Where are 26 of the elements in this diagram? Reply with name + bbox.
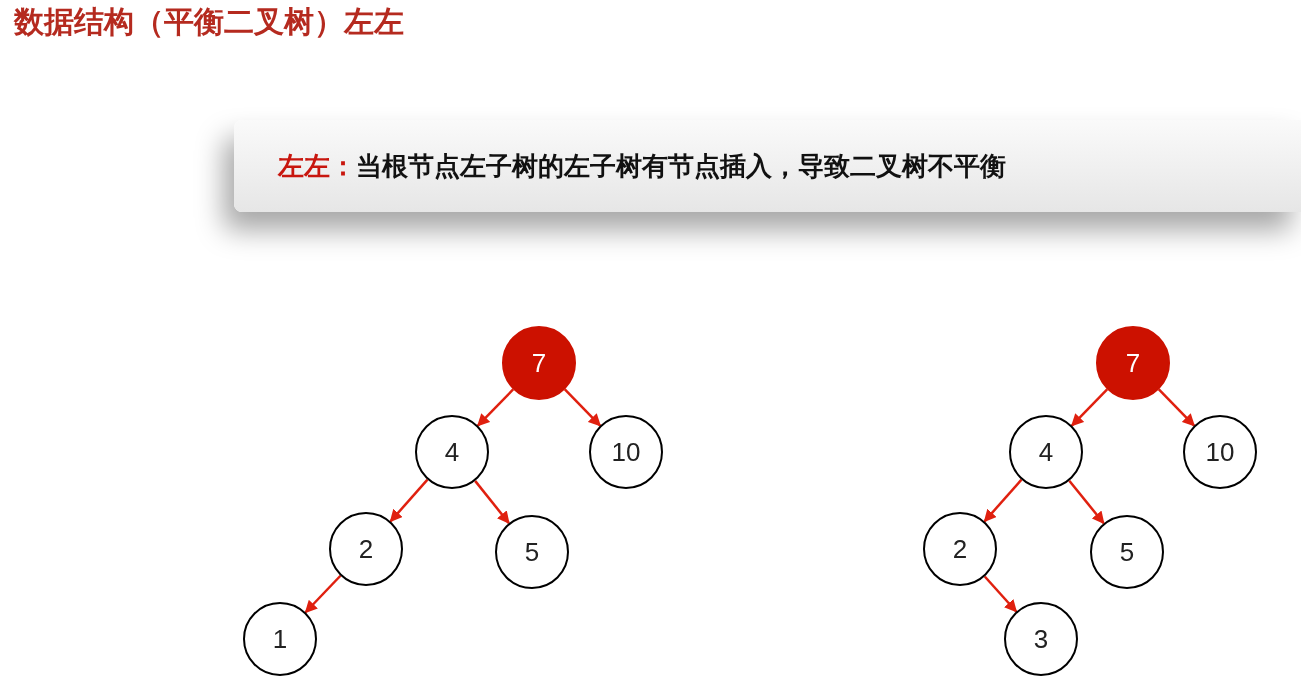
arrow — [983, 478, 1023, 523]
highlighted-tree-node: 7 — [1096, 326, 1170, 400]
tree-node: 5 — [1090, 515, 1164, 589]
definition-text: 当根节点左子树的左子树有节点插入，导致二叉树不平衡 — [356, 149, 1006, 183]
arrow — [389, 478, 429, 523]
tree-node: 2 — [329, 512, 403, 586]
tree-node: 2 — [923, 512, 997, 586]
arrow — [474, 480, 510, 525]
term-label: 左左： — [278, 149, 356, 183]
tree-node: 4 — [1009, 415, 1083, 489]
arrow — [563, 388, 602, 427]
tree-node: 1 — [243, 602, 317, 676]
title: 数据结构（平衡二叉树）左左 — [14, 3, 404, 41]
tree-node: 10 — [589, 415, 663, 489]
definition-banner — [234, 120, 1301, 212]
tree-node: 3 — [1004, 602, 1078, 676]
arrow — [1157, 388, 1196, 427]
arrow — [1068, 479, 1105, 525]
highlighted-tree-node: 7 — [502, 326, 576, 400]
tree-node: 4 — [415, 415, 489, 489]
arrow — [983, 575, 1018, 613]
arrow — [1070, 388, 1109, 427]
arrow — [476, 388, 515, 427]
tree-node: 10 — [1183, 415, 1257, 489]
tree-node: 5 — [495, 515, 569, 589]
arrow — [304, 574, 342, 614]
